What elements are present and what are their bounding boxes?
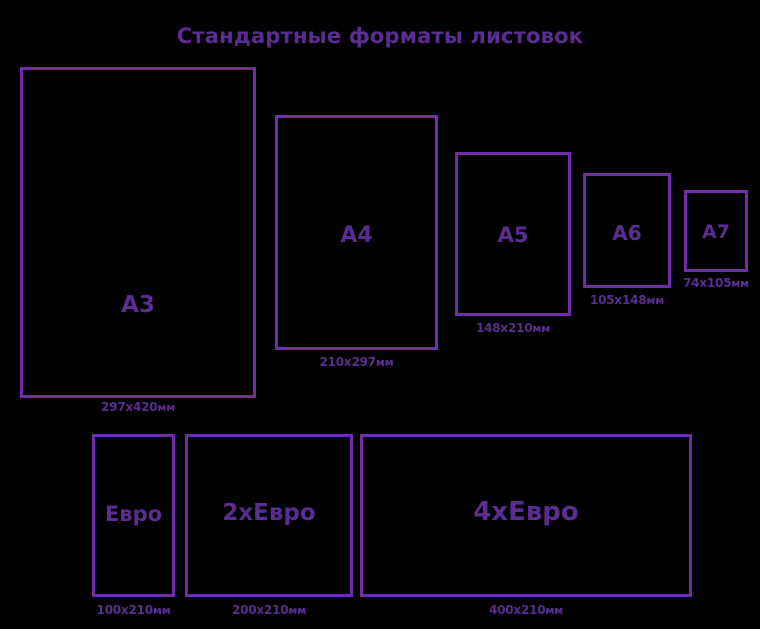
dimension-label-evro2: 200х210мм <box>185 603 353 617</box>
format-box-evro2[interactable]: 2хЕвро <box>185 434 353 597</box>
format-label-evro: Евро <box>104 502 163 526</box>
dimension-label-a6: 105х148мм <box>571 293 683 307</box>
dimension-value-a3: 297х420 <box>100 400 158 414</box>
dimension-value-a4: 210х297 <box>319 355 376 369</box>
dimension-value-a6: 105х148 <box>589 293 647 307</box>
format-box-a5[interactable]: A5 <box>455 152 571 316</box>
format-box-evro[interactable]: Евро <box>92 434 175 597</box>
format-label-evro4: 4хЕвро <box>473 497 579 527</box>
format-label-a3: A3 <box>121 292 155 318</box>
dimension-label-evro: 100х210мм <box>82 603 185 617</box>
dimension-unit-a6: мм <box>646 294 665 307</box>
format-label-a7: A7 <box>702 221 730 243</box>
format-box-a7[interactable]: A7 <box>684 190 748 272</box>
dimension-value-a7: 74х105 <box>683 276 732 290</box>
format-box-a3[interactable]: A3 <box>20 67 256 398</box>
dimension-value-evro: 100х210 <box>96 603 153 617</box>
format-box-evro4[interactable]: 4хЕвро <box>360 434 692 597</box>
dimension-label-evro4: 400х210мм <box>360 603 692 617</box>
format-box-a6[interactable]: A6 <box>583 173 671 288</box>
format-label-a6: A6 <box>612 221 642 245</box>
dimension-unit-evro4: мм <box>545 604 564 617</box>
dimension-label-a3: 297х420мм <box>20 400 256 414</box>
format-label-a4: A4 <box>340 223 373 248</box>
dimension-unit-evro2: мм <box>288 604 307 617</box>
dimension-unit-a3: мм <box>157 401 176 414</box>
format-box-a4[interactable]: A4 <box>275 115 438 350</box>
dimension-value-evro2: 200х210 <box>231 603 289 617</box>
dimension-value-a5: 148х210 <box>475 321 533 335</box>
dimension-label-a4: 210х297мм <box>275 355 438 369</box>
format-label-a5: A5 <box>497 223 529 247</box>
page-title: Стандартные форматы листовок <box>176 24 584 48</box>
dimension-label-a5: 148х210мм <box>455 321 571 335</box>
dimension-label-a7: 74х105мм <box>662 276 760 290</box>
dimension-value-evro4: 400х210 <box>488 603 546 617</box>
dimension-unit-a5: мм <box>532 322 551 335</box>
dimension-unit-a7: мм <box>731 277 749 290</box>
format-label-evro2: 2хЕвро <box>222 500 316 526</box>
dimension-unit-evro: мм <box>152 604 171 617</box>
dimension-unit-a4: мм <box>375 356 394 369</box>
